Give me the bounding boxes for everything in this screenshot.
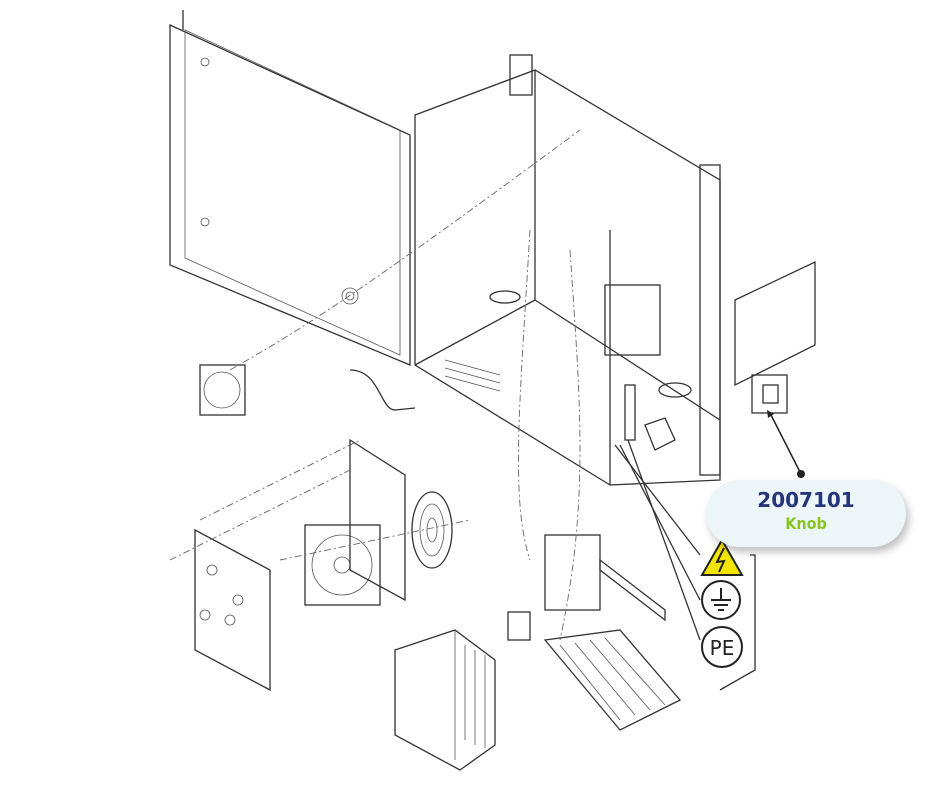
protective-earth-icon: PE (701, 626, 743, 668)
drive-unit (394, 629, 496, 771)
enclosure-door (169, 10, 411, 366)
large-fan (304, 524, 381, 606)
contactor (544, 534, 601, 611)
callout-leader (769, 412, 801, 473)
panel-plate (734, 260, 816, 387)
knob (751, 374, 788, 414)
mounting-plate (349, 438, 406, 602)
enclosure-box (414, 54, 721, 486)
ground-cable (349, 369, 416, 411)
control-board (194, 528, 271, 692)
part-name: Knob (785, 514, 827, 533)
din-rail (599, 558, 666, 622)
terminal-blocks (543, 629, 682, 731)
ground-icon (701, 580, 741, 620)
electrical-hazard-icon (700, 537, 744, 576)
small-fan (199, 364, 246, 416)
relay (507, 611, 531, 641)
fan-guard (411, 491, 453, 569)
part-callout[interactable]: 2007101 Knob (706, 480, 906, 547)
part-number: 2007101 (757, 488, 855, 512)
pe-label: PE (710, 636, 735, 660)
